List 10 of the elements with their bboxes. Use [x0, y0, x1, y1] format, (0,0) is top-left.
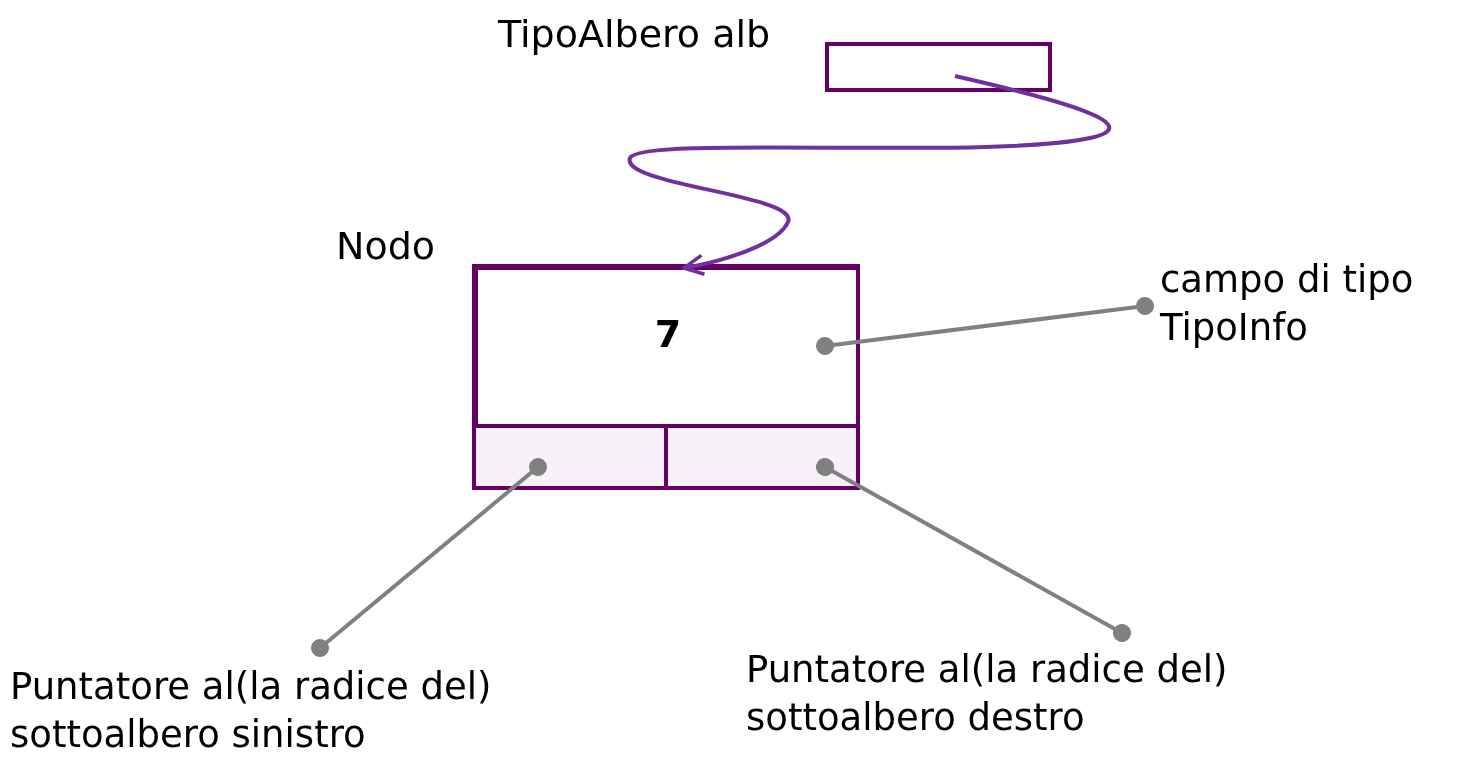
node-title: Nodo [336, 223, 437, 270]
leader-line [816, 458, 1131, 642]
leader-line [816, 297, 1154, 355]
pointer-arrow [628, 74, 1110, 276]
leader-line [311, 458, 547, 657]
annotation-text: campo di tipo TipoInfo [1160, 257, 1415, 352]
field-value: 7 [653, 311, 683, 358]
annotation-text: Puntatore al(la radice del) sottoalbero destro [746, 647, 1229, 742]
variable-name: TipoAlbero alb [498, 11, 772, 58]
annotation-text: Puntatore al(la radice del) sottoalbero sinistro [10, 664, 493, 759]
